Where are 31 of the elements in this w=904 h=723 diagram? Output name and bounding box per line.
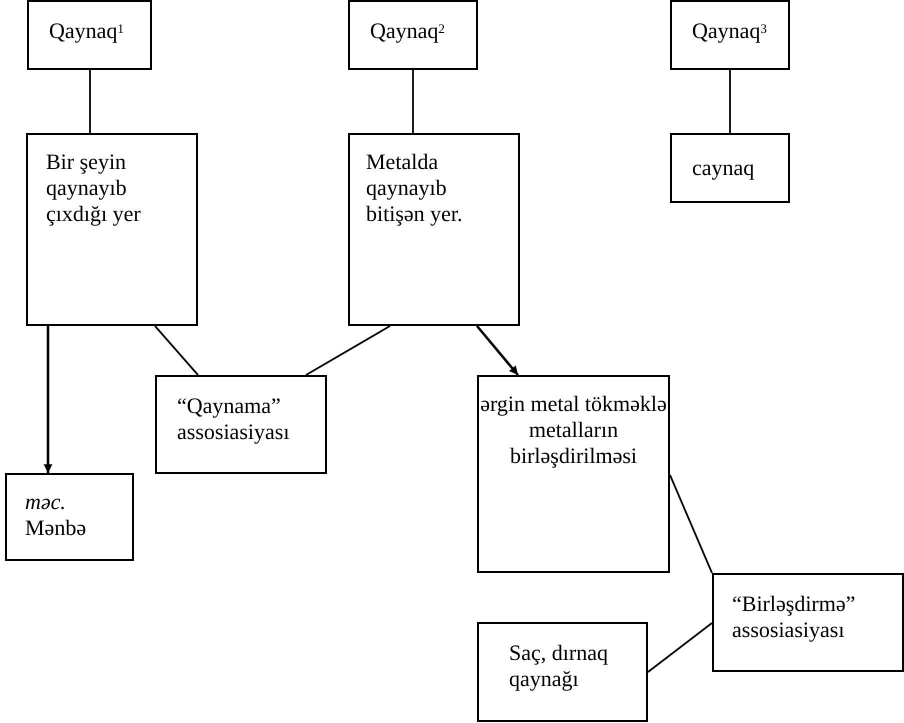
box-text: məc. Mənbə: [25, 489, 88, 541]
arrow: [476, 325, 519, 376]
box-text: Qaynaq$^{3}$: [692, 18, 767, 44]
text-box: [477, 622, 648, 722]
box-text: Qaynaq$^{1}$: [49, 18, 124, 44]
connector-line: [729, 70, 731, 133]
text-box: [5, 473, 134, 561]
box-text: Metalda qaynayıb bitişən yer.: [366, 149, 464, 227]
box-text: Bir şeyin qaynayıb çıxdığı yer: [46, 149, 142, 227]
connector-line: [669, 474, 713, 574]
box-text: “Birləşdirmə” assosiasiyası: [732, 591, 856, 643]
text-box: [477, 375, 670, 573]
box-text: caynaq: [692, 155, 754, 181]
connector-line: [154, 325, 199, 376]
text-box: [670, 0, 790, 70]
text-box: [712, 573, 904, 672]
text-box: [155, 375, 327, 474]
text-box: [348, 0, 478, 70]
connector-line: [412, 70, 414, 133]
box-text: Qaynaq$^{2}$: [370, 18, 445, 44]
text-box: [670, 133, 790, 203]
box-text: ərgin metal tökməklə metalların birləşdirilməsi: [479, 391, 668, 469]
connector-line: [647, 622, 713, 673]
arrow: [44, 326, 52, 473]
text-box: [27, 0, 152, 70]
text-box: [26, 133, 198, 326]
connector-line: [306, 325, 390, 376]
box-text: Saç, dırnaq qaynağı: [509, 640, 609, 692]
box-text: “Qaynama” assosiasiyası: [177, 393, 290, 445]
text-box: [348, 133, 520, 326]
connector-line: [89, 70, 91, 133]
